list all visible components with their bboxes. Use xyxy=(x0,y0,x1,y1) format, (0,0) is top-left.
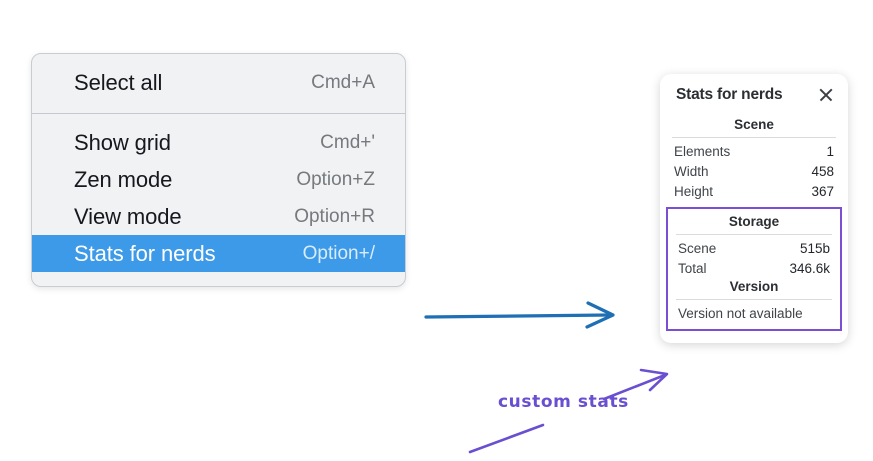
menu-item-label: Select all xyxy=(74,69,163,95)
menu-item-label: Zen mode xyxy=(74,166,173,192)
stat-label: Total xyxy=(678,260,707,276)
stats-panel-title: Stats for nerds xyxy=(676,86,783,103)
section-heading-version: Version xyxy=(729,279,779,294)
menu-item-label: View mode xyxy=(74,203,182,229)
stat-label: Width xyxy=(674,163,709,179)
stat-value: 346.6k xyxy=(789,260,830,276)
close-icon[interactable] xyxy=(818,87,834,103)
stat-label: Height xyxy=(674,183,714,199)
menu-separator xyxy=(32,113,405,114)
menu-item-shortcut: Option+R xyxy=(294,205,375,227)
menu-group-view: Show grid Cmd+' Zen mode Option+Z View m… xyxy=(32,114,405,286)
section-divider xyxy=(672,137,836,138)
stat-row-storage-scene: Scene 515b xyxy=(668,238,840,258)
section-heading-scene: Scene xyxy=(734,117,774,132)
stats-panel-header: Stats for nerds xyxy=(660,86,848,104)
menu-item-shortcut: Option+/ xyxy=(302,242,375,264)
stat-row-width: Width 458 xyxy=(660,161,848,181)
section-divider xyxy=(676,299,832,300)
stat-row-storage-total: Total 346.6k xyxy=(668,258,840,278)
stat-value: 458 xyxy=(811,163,834,179)
stat-row-height: Height 367 xyxy=(660,181,848,201)
stats-for-nerds-panel: Stats for nerds Scene Elements 1 Width 4… xyxy=(660,74,848,343)
stats-section-version: Version Version not available xyxy=(668,278,840,324)
purple-underline-stroke xyxy=(468,423,545,454)
menu-item-shortcut: Cmd+' xyxy=(320,131,375,153)
menu-item-shortcut: Cmd+A xyxy=(311,71,375,93)
blue-arrow xyxy=(424,301,615,329)
section-heading-storage: Storage xyxy=(728,214,780,229)
stat-value: 1 xyxy=(826,143,834,159)
menu-item-label: Show grid xyxy=(74,129,171,155)
section-divider xyxy=(676,234,832,235)
canvas-context-menu[interactable]: Select all Cmd+A Show grid Cmd+' Zen mod… xyxy=(31,53,406,287)
stat-label: Scene xyxy=(678,240,717,256)
menu-item-zen-mode[interactable]: Zen mode Option+Z xyxy=(32,161,405,198)
menu-item-view-mode[interactable]: View mode Option+R xyxy=(32,198,405,235)
menu-group-primary: Select all Cmd+A xyxy=(32,54,405,113)
stats-section-scene: Scene Elements 1 Width 458 Height 367 xyxy=(660,116,848,201)
stat-row-elements: Elements 1 xyxy=(660,141,848,161)
menu-item-stats-for-nerds[interactable]: Stats for nerds Option+/ xyxy=(32,235,405,272)
annotation-note-custom-stats: custom stats xyxy=(498,392,629,412)
stat-label: Elements xyxy=(674,143,731,159)
version-not-available-text: Version not available xyxy=(678,306,803,321)
stat-value: 367 xyxy=(811,183,834,199)
custom-stats-highlight-region: Storage Scene 515b Total 346.6k Version … xyxy=(666,207,842,331)
menu-item-show-grid[interactable]: Show grid Cmd+' xyxy=(32,124,405,161)
stats-section-storage: Storage Scene 515b Total 346.6k xyxy=(668,213,840,278)
menu-item-shortcut: Option+Z xyxy=(296,168,375,190)
menu-item-select-all[interactable]: Select all Cmd+A xyxy=(32,64,405,101)
stat-value: 515b xyxy=(799,240,830,256)
menu-item-label: Stats for nerds xyxy=(74,240,216,266)
